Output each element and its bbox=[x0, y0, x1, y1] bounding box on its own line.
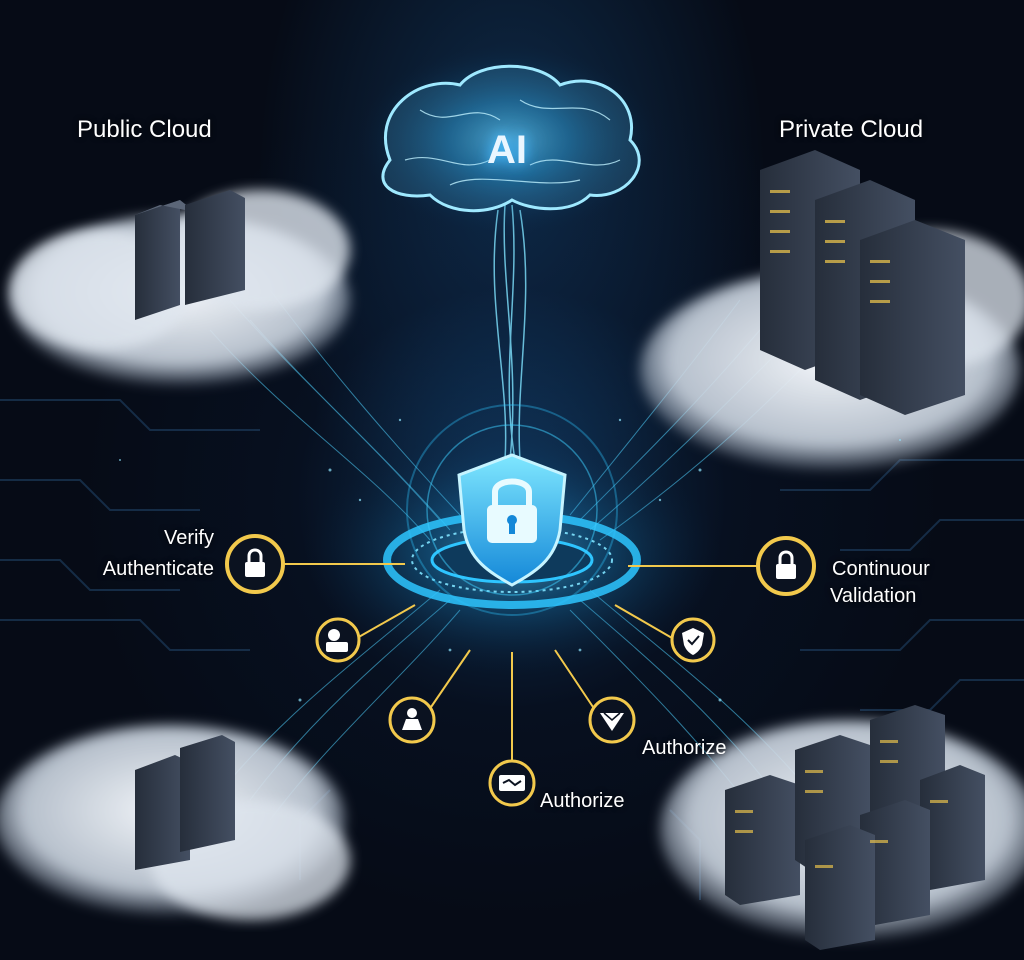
server-cluster bbox=[725, 705, 985, 950]
particles bbox=[119, 418, 901, 702]
node-lock-right bbox=[756, 536, 816, 596]
node-shield bbox=[670, 617, 716, 663]
ai-stream bbox=[493, 204, 527, 461]
node-user-check bbox=[388, 696, 436, 744]
verify-label: Verify bbox=[163, 527, 214, 549]
shield-lock-icon bbox=[457, 453, 567, 587]
node-card bbox=[488, 759, 536, 807]
ai-brain bbox=[358, 45, 658, 235]
authorize-label-right: Authorize bbox=[642, 737, 727, 759]
node-gem bbox=[588, 696, 636, 744]
authenticate-label: Authenticate bbox=[102, 558, 214, 580]
continuous-label-line1: Continuour bbox=[832, 558, 930, 580]
continuous-label-line2: Validation bbox=[830, 585, 917, 607]
cloud-bottom-left bbox=[0, 725, 350, 920]
cloud-bottom-right bbox=[660, 705, 1024, 950]
server-rack bbox=[135, 190, 245, 320]
node-lock-left bbox=[225, 534, 285, 594]
public-cloud-top bbox=[10, 190, 350, 385]
server-rack bbox=[135, 735, 235, 870]
server-rack bbox=[760, 150, 965, 415]
node-person-lock bbox=[315, 617, 361, 663]
private-cloud-label: Private Cloud bbox=[779, 116, 924, 143]
authorize-label-bottom: Authorize bbox=[540, 790, 625, 812]
ai-label: AI bbox=[487, 128, 527, 172]
private-cloud-top bbox=[640, 150, 1024, 470]
connectors bbox=[283, 563, 758, 762]
public-cloud-label: Public Cloud bbox=[77, 116, 212, 143]
